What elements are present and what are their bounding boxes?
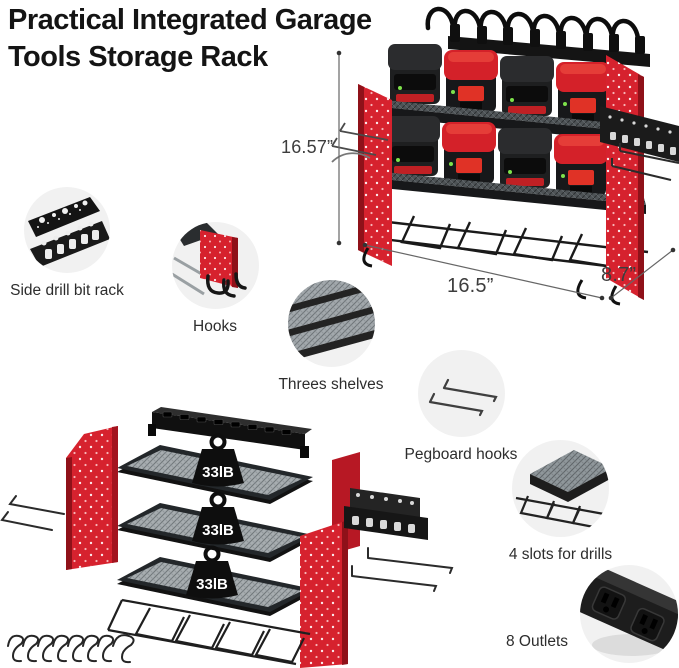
- weight-capacity-badge-2: 33lB: [192, 491, 244, 545]
- callout-label-threes-shelves: Threes shelves: [278, 376, 384, 393]
- shelf-middle: [362, 170, 646, 214]
- side-drill-bit-rack-photo: [24, 187, 110, 273]
- battery-chargers-top-row: [388, 44, 610, 124]
- page-title-line2: Tools Storage Rack: [8, 41, 268, 73]
- drill-slots-photo: [512, 440, 609, 537]
- callout-hooks: Hooks: [148, 222, 282, 336]
- hooks-photo: [171, 222, 259, 309]
- page-title: Practical Integrated Garage Tools Storag…: [8, 2, 372, 76]
- dimension-lines: [336, 50, 676, 301]
- shelf-capacity-label: 33lB: [202, 464, 234, 481]
- callout-label-hooks: Hooks: [193, 318, 237, 335]
- shelf-capacity-label: 33lB: [202, 522, 234, 539]
- callout-side-drill-bit-rack: Side drill bit rack: [0, 187, 134, 300]
- outlets-icon: [580, 565, 679, 656]
- pegboard-hooks-photo: [417, 350, 505, 437]
- outlets-photo: [580, 565, 679, 663]
- callout-label-drill-slots: 4 slots for drills: [508, 546, 613, 563]
- exploded-panel-left: [66, 426, 118, 570]
- weight-capacity-badge-1: 33lB: [192, 433, 244, 487]
- callout-drill-slots: 4 slots for drills: [483, 440, 638, 564]
- threes-shelves-photo: [287, 280, 375, 367]
- pegboard-hooks-left: [331, 122, 389, 163]
- dimension-width-label: 16.5”: [447, 275, 494, 297]
- shelf-capacity-label: 33lB: [196, 576, 228, 593]
- callout-label-pegboard-hooks: Pegboard hooks: [404, 446, 518, 463]
- shelf-top: [362, 98, 646, 143]
- dimension-depth-label: 8.7”: [601, 264, 637, 286]
- battery-chargers-middle-row: [386, 116, 608, 196]
- power-strip-exploded: [148, 407, 312, 458]
- hooks-icon: [171, 222, 247, 298]
- charger-cables: [425, 6, 645, 54]
- wire-drill-rack: [373, 215, 649, 272]
- exploded-rack-illustration: 33lB 33lB 33lB: [0, 407, 454, 668]
- callout-label-side-drill-bit-rack: Side drill bit rack: [10, 282, 124, 299]
- exploded-drill-bit-rack: [344, 488, 428, 540]
- pegboard-hooks-right: [611, 143, 679, 181]
- dimension-height-label: 16.57”: [281, 137, 334, 157]
- exploded-hooks-right: [351, 547, 454, 592]
- callout-pegboard-hooks: Pegboard hooks: [384, 350, 538, 464]
- exploded-hooks-left: [0, 495, 65, 531]
- page-title-line1: Practical Integrated Garage: [8, 4, 372, 36]
- exploded-wire-rack: [107, 598, 311, 666]
- exploded-panel-right: [300, 452, 360, 668]
- callout-outlets: 8 Outlets: [506, 565, 679, 663]
- power-strip-top: [448, 36, 650, 67]
- drill-bit-rack-icon: [28, 197, 110, 267]
- assembled-rack-illustration: [331, 6, 679, 306]
- shelves-icon: [287, 280, 375, 362]
- side-drill-bit-rack-mounted: [600, 106, 679, 162]
- pegboard-hooks-icon: [428, 378, 498, 417]
- drill-slots-icon: [515, 450, 609, 530]
- callout-threes-shelves: Threes shelves: [264, 280, 398, 394]
- weight-capacity-badge-3: 33lB: [186, 545, 238, 599]
- s-hooks-row: [7, 634, 135, 664]
- pegboard-panel-left: [358, 84, 392, 266]
- callout-label-outlets: 8 Outlets: [506, 633, 569, 650]
